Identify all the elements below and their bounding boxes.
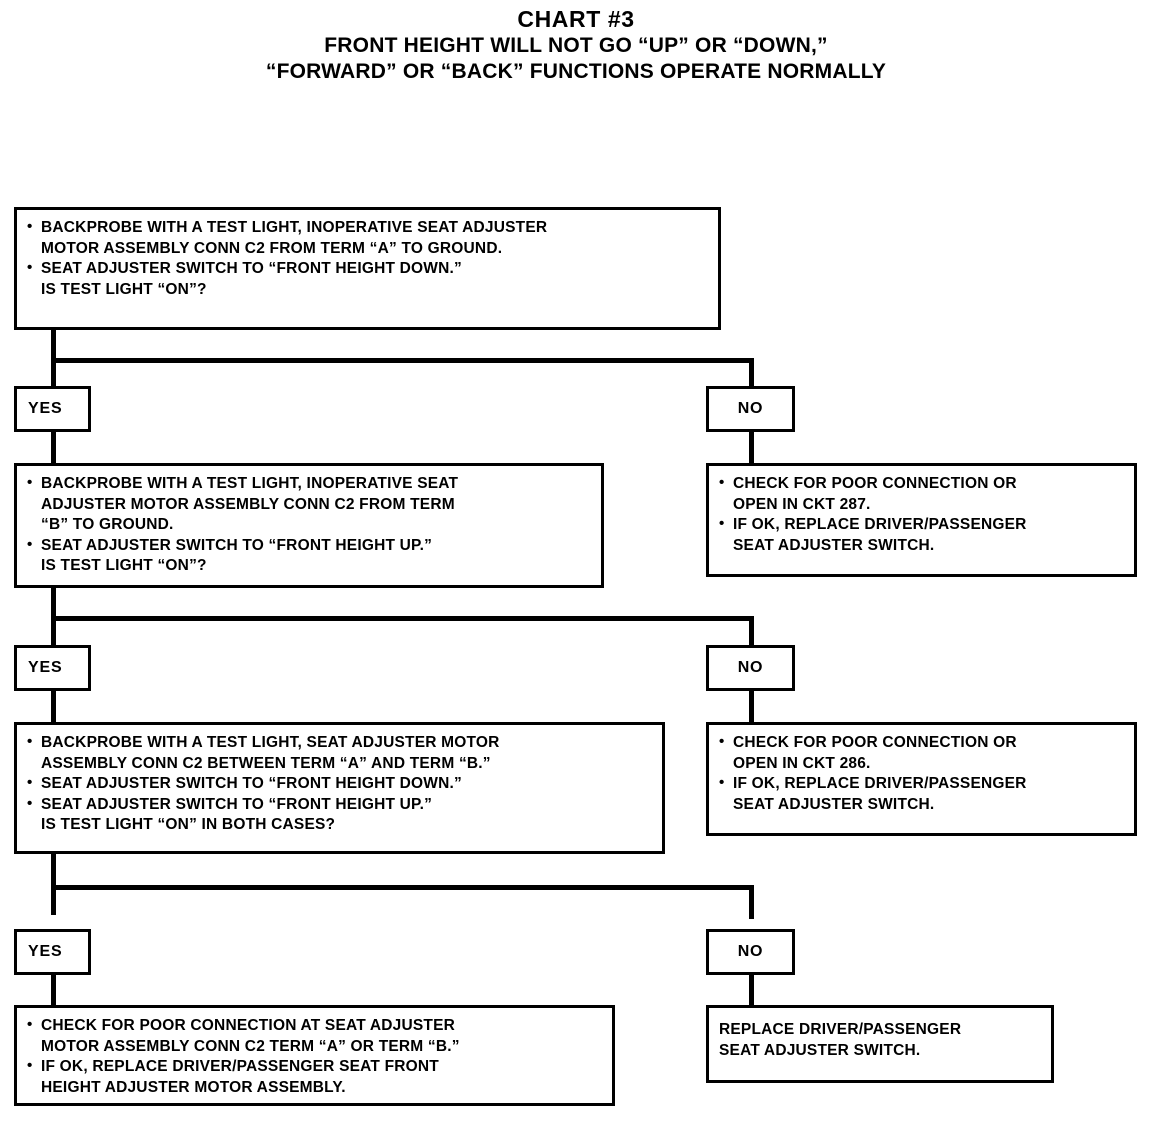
connector-yes1-down	[51, 429, 56, 464]
connector-bus-1-to-no	[749, 358, 754, 390]
node-step3-yes-action: CHECK FOR POOR CONNECTION AT SEAT ADJUST…	[14, 1005, 615, 1106]
node-step3-line-3: SEAT ADJUSTER SWITCH TO “FRONT HEIGHT UP…	[27, 794, 652, 836]
decision-no-3[interactable]: NO	[706, 929, 795, 975]
chart-title-line2: FRONT HEIGHT WILL NOT GO “UP” OR “DOWN,”	[324, 34, 828, 57]
decision-yes-1-label: YES	[28, 400, 63, 417]
node-step2-no-line-2: IF OK, REPLACE DRIVER/PASSENGER SEAT ADJ…	[719, 773, 1124, 815]
node-step1-no-line-1: CHECK FOR POOR CONNECTION OR OPEN IN CKT…	[719, 473, 1124, 515]
node-step1-line-1: BACKPROBE WITH A TEST LIGHT, INOPERATIVE…	[27, 217, 708, 259]
decision-yes-3-label: YES	[28, 943, 63, 960]
node-step1-body: BACKPROBE WITH A TEST LIGHT, INOPERATIVE…	[17, 210, 718, 306]
node-step1-no-action-body: CHECK FOR POOR CONNECTION OR OPEN IN CKT…	[709, 466, 1134, 562]
connector-no1-down	[749, 429, 754, 464]
node-step3-line-1: BACKPROBE WITH A TEST LIGHT, SEAT ADJUST…	[27, 732, 652, 774]
node-step2-no-action-body: CHECK FOR POOR CONNECTION OR OPEN IN CKT…	[709, 725, 1134, 821]
connector-bus-2	[51, 616, 754, 621]
node-step2-no-action: CHECK FOR POOR CONNECTION OR OPEN IN CKT…	[706, 722, 1137, 836]
node-step3: BACKPROBE WITH A TEST LIGHT, SEAT ADJUST…	[14, 722, 665, 854]
decision-no-2-label: NO	[737, 659, 764, 676]
decision-no-2[interactable]: NO	[706, 645, 795, 691]
connector-no2-down	[749, 688, 754, 723]
connector-yes3-down	[51, 972, 56, 1007]
node-step3-no-action: REPLACE DRIVER/PASSENGER SEAT ADJUSTER S…	[706, 1005, 1054, 1083]
node-step3-no-action-body: REPLACE DRIVER/PASSENGER SEAT ADJUSTER S…	[709, 1008, 1051, 1067]
connector-no3-down	[749, 972, 754, 1007]
node-step1-line-2: SEAT ADJUSTER SWITCH TO “FRONT HEIGHT DO…	[27, 258, 708, 300]
node-step2-line-1: BACKPROBE WITH A TEST LIGHT, INOPERATIVE…	[27, 473, 591, 536]
node-step3-line-2: SEAT ADJUSTER SWITCH TO “FRONT HEIGHT DO…	[27, 773, 652, 795]
node-step2: BACKPROBE WITH A TEST LIGHT, INOPERATIVE…	[14, 463, 604, 588]
page-title: CHART #3 FRONT HEIGHT WILL NOT GO “UP” O…	[0, 6, 1152, 85]
node-step3-yes-action-body: CHECK FOR POOR CONNECTION AT SEAT ADJUST…	[17, 1008, 612, 1104]
connector-yes2-down	[51, 688, 56, 723]
decision-yes-1[interactable]: YES	[14, 386, 91, 432]
connector-bus-3	[51, 885, 754, 890]
node-step3-yes-line-1: CHECK FOR POOR CONNECTION AT SEAT ADJUST…	[27, 1015, 602, 1057]
decision-no-3-label: NO	[737, 943, 764, 960]
node-step3-no-text: REPLACE DRIVER/PASSENGER SEAT ADJUSTER S…	[719, 1021, 962, 1059]
connector-bus-2-to-no	[749, 616, 754, 648]
decision-no-1-label: NO	[737, 400, 764, 417]
node-step1-no-action: CHECK FOR POOR CONNECTION OR OPEN IN CKT…	[706, 463, 1137, 577]
decision-no-1[interactable]: NO	[706, 386, 795, 432]
node-step3-body: BACKPROBE WITH A TEST LIGHT, SEAT ADJUST…	[17, 725, 662, 842]
node-step1: BACKPROBE WITH A TEST LIGHT, INOPERATIVE…	[14, 207, 721, 330]
connector-bus-3-to-no	[749, 885, 754, 919]
node-step2-body: BACKPROBE WITH A TEST LIGHT, INOPERATIVE…	[17, 466, 601, 583]
chart-title-line3: “FORWARD” OR “BACK” FUNCTIONS OPERATE NO…	[265, 60, 887, 83]
connector-step3-down	[51, 851, 56, 915]
chart-title-main: CHART #3	[517, 6, 635, 32]
node-step2-line-2: SEAT ADJUSTER SWITCH TO “FRONT HEIGHT UP…	[27, 535, 591, 577]
decision-yes-3[interactable]: YES	[14, 929, 91, 975]
node-step2-no-line-1: CHECK FOR POOR CONNECTION OR OPEN IN CKT…	[719, 732, 1124, 774]
decision-yes-2[interactable]: YES	[14, 645, 91, 691]
connector-bus-1	[51, 358, 754, 363]
node-step3-yes-line-2: IF OK, REPLACE DRIVER/PASSENGER SEAT FRO…	[27, 1056, 602, 1098]
node-step1-no-line-2: IF OK, REPLACE DRIVER/PASSENGER SEAT ADJ…	[719, 514, 1124, 556]
decision-yes-2-label: YES	[28, 659, 63, 676]
